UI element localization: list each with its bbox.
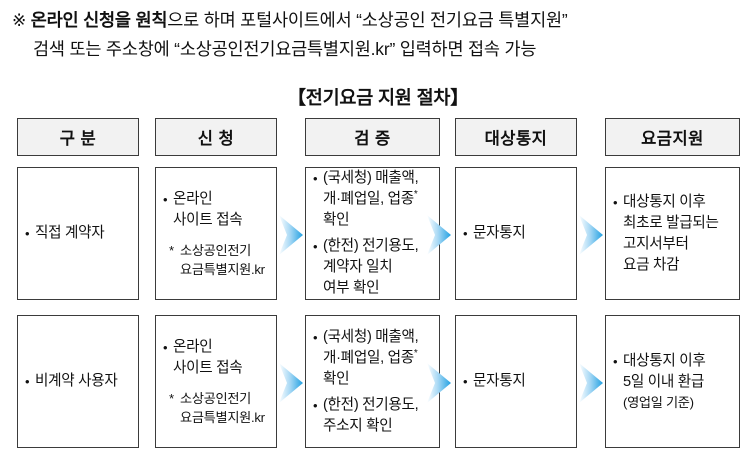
- cell-notification: • 문자통지: [455, 315, 577, 448]
- superscript-asterisk-icon: *: [413, 189, 418, 201]
- support-note: (영업일 기준): [623, 395, 694, 410]
- bullet-icon: •: [163, 339, 168, 355]
- bullet-item: • 대상통지 이후 5일 이내 환급: [613, 351, 733, 393]
- bullet-icon: •: [613, 354, 618, 369]
- category-text: 직접 계약자: [35, 225, 105, 241]
- bullet-icon: •: [25, 226, 30, 241]
- cell-application: • 온라인 사이트 접속 * 소상공인전기 요금특별지원.kr: [155, 167, 277, 300]
- bullet-icon: •: [613, 194, 618, 210]
- header-cell-support: 요금지원: [605, 118, 740, 156]
- process-arrow-icon: [425, 211, 459, 259]
- bullet-icon: •: [313, 397, 318, 413]
- bullet-icon: •: [463, 374, 468, 389]
- asterisk-icon: *: [169, 390, 174, 406]
- note-block: ※ 온라인 신청을 원칙으로 하며 포털사이트에서 “소상공인 전기요금 특별지…: [0, 6, 756, 63]
- cell-verification: • (국세청) 매출액, 개·폐업일, 업종* 확인 • (한전) 전기용도, …: [305, 167, 440, 300]
- bullet-item: • 직접 계약자: [25, 223, 132, 244]
- bullet-icon: •: [313, 329, 318, 345]
- bullet-icon: •: [313, 171, 318, 186]
- flow-diagram: 구 분 신 청 검 증 대상통지 요금지원 • 직접 계약자 • 온라인 사이트…: [0, 115, 756, 457]
- bullet-item: • 온라인 사이트 접속: [163, 337, 270, 379]
- bullet-item: • (한전) 전기용도, 주소지 확인: [313, 395, 433, 437]
- process-arrow-icon: [577, 211, 611, 259]
- bullet-item: • 비계약 사용자: [25, 371, 132, 392]
- process-arrow-icon: [277, 211, 311, 259]
- verification-text-tail: 확인: [323, 370, 350, 387]
- application-subnote: * 소상공인전기 요금특별지원.kr: [163, 389, 270, 427]
- bullet-item: • 문자통지: [463, 223, 570, 244]
- verification-text-main: (국세청) 매출액, 개·폐업일, 업종: [323, 170, 419, 207]
- bullet-item: • (한전) 전기용도, 계약자 일치 여부 확인: [313, 236, 433, 299]
- superscript-asterisk-icon: *: [413, 347, 418, 359]
- header-cell-notification: 대상통지: [455, 118, 577, 156]
- note-line-1: ※ 온라인 신청을 원칙으로 하며 포털사이트에서 “소상공인 전기요금 특별지…: [0, 6, 756, 35]
- cell-category: • 직접 계약자: [17, 167, 139, 300]
- header-cell-category: 구 분: [17, 118, 139, 156]
- bullet-icon: •: [163, 191, 168, 207]
- application-text: 온라인 사이트 접속: [173, 338, 243, 376]
- process-arrow-icon: [577, 359, 611, 407]
- support-text: 대상통지 이후 5일 이내 환급: [623, 353, 706, 390]
- header-cell-application: 신 청: [155, 118, 277, 156]
- application-site-url: 소상공인전기 요금특별지원.kr: [180, 242, 265, 277]
- bullet-item: • 대상통지 이후 최초로 발급되는 고지서부터 요금 차감: [613, 192, 733, 276]
- support-text: 대상통지 이후 최초로 발급되는 고지서부터 요금 차감: [623, 193, 719, 273]
- bullet-item: • 문자통지: [463, 371, 570, 392]
- bullet-item: • (국세청) 매출액, 개·폐업일, 업종* 확인: [313, 327, 433, 390]
- bullet-icon: •: [463, 226, 468, 241]
- notification-text: 문자통지: [473, 225, 526, 241]
- application-subnote: * 소상공인전기 요금특별지원.kr: [163, 241, 270, 279]
- verification-text-tail: 확인: [323, 212, 350, 228]
- process-arrow-icon: [425, 359, 459, 407]
- note-line-1-bold: 온라인 신청을 원칙: [30, 10, 168, 30]
- verification-text: (한전) 전기용도, 계약자 일치 여부 확인: [323, 238, 419, 296]
- application-site-url: 소상공인전기 요금특별지원.kr: [180, 390, 265, 425]
- cell-support: • 대상통지 이후 5일 이내 환급 (영업일 기준): [605, 315, 740, 448]
- note-line-1-rest: 으로 하며 포털사이트에서 “소상공인 전기요금 특별지원”: [167, 10, 568, 30]
- cell-notification: • 문자통지: [455, 167, 577, 300]
- verification-text-main: (국세청) 매출액, 개·폐업일, 업종: [323, 328, 419, 366]
- process-arrow-icon: [277, 359, 311, 407]
- bullet-item: • (국세청) 매출액, 개·폐업일, 업종* 확인: [313, 168, 433, 231]
- cell-application: • 온라인 사이트 접속 * 소상공인전기 요금특별지원.kr: [155, 315, 277, 448]
- asterisk-icon: *: [169, 242, 174, 258]
- flow-header-row: 구 분 신 청 검 증 대상통지 요금지원: [0, 115, 756, 161]
- cell-category: • 비계약 사용자: [17, 315, 139, 448]
- cell-verification: • (국세청) 매출액, 개·폐업일, 업종* 확인 • (한전) 전기용도, …: [305, 315, 440, 448]
- category-text: 비계약 사용자: [35, 373, 118, 389]
- note-line-2: 검색 또는 주소창에 “소상공인전기요금특별지원.kr” 입력하면 접속 가능: [33, 39, 537, 59]
- bullet-item: • 온라인 사이트 접속: [163, 189, 270, 231]
- flow-row: • 비계약 사용자 • 온라인 사이트 접속 * 소상공인전기 요금특별지원.k…: [0, 309, 756, 457]
- verification-text: (국세청) 매출액, 개·폐업일, 업종* 확인: [323, 327, 433, 390]
- cell-support: • 대상통지 이후 최초로 발급되는 고지서부터 요금 차감: [605, 167, 740, 300]
- header-cell-verification: 검 증: [305, 118, 440, 156]
- verification-text: (국세청) 매출액, 개·폐업일, 업종* 확인: [323, 168, 433, 231]
- application-text: 온라인 사이트 접속: [173, 190, 243, 228]
- notification-text: 문자통지: [473, 373, 526, 389]
- verification-text: (한전) 전기용도, 주소지 확인: [323, 396, 419, 434]
- bullet-icon: •: [313, 239, 318, 254]
- note-mark-icon: ※: [12, 11, 27, 30]
- flow-row: • 직접 계약자 • 온라인 사이트 접속 * 소상공인전기 요금특별지원.kr…: [0, 161, 756, 309]
- bullet-icon: •: [25, 374, 30, 389]
- diagram-title: 【전기요금 지원 절차】: [287, 87, 469, 108]
